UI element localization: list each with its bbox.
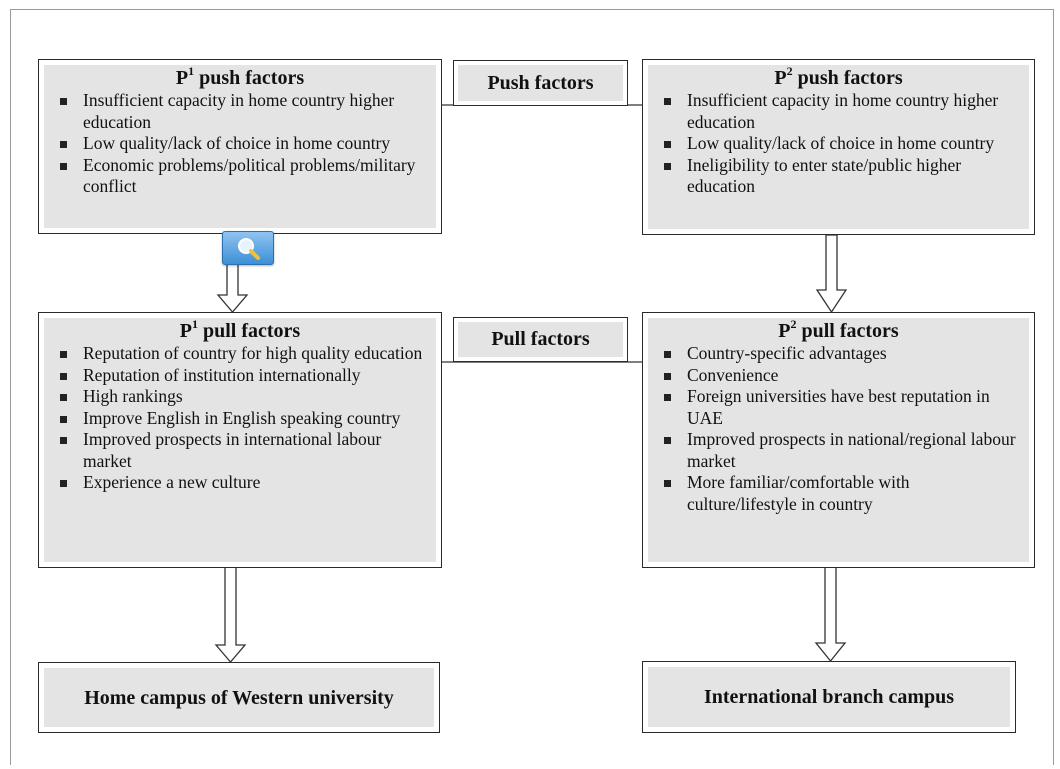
p2-push-title: P2 push factors <box>774 64 903 89</box>
list-item: Improved prospects in national/regional … <box>658 429 1019 472</box>
list-item: Insufficient capacity in home country hi… <box>658 90 1019 133</box>
p1-pull-title: P1 pull factors <box>179 317 301 342</box>
list-item: Experience a new culture <box>54 472 426 494</box>
magnifier-icon <box>238 238 260 260</box>
p2-push-box: P2 push factors Insufficient capacity in… <box>642 59 1035 235</box>
arrow-p2-push-to-pull <box>815 234 848 314</box>
p2-pull-title: P2 pull factors <box>778 317 899 342</box>
arrow-p1-pull-to-home <box>214 566 247 664</box>
p1-pull-box: P1 pull factors Reputation of country fo… <box>38 312 442 568</box>
list-item: Improved prospects in international labo… <box>54 429 426 472</box>
figure-frame <box>10 9 1054 765</box>
p1-push-box: P1 push factors Insufficient capacity in… <box>38 59 442 234</box>
list-item: More familiar/comfortable with culture/l… <box>658 472 1019 515</box>
p1-push-title: P1 push factors <box>175 64 305 89</box>
list-item: Ineligibility to enter state/public high… <box>658 155 1019 198</box>
list-item: Country-specific advantages <box>658 343 1019 365</box>
home-campus-box: Home campus of Western university <box>38 662 440 733</box>
list-item: Economic problems/political problems/mil… <box>54 155 426 198</box>
list-item: Insufficient capacity in home country hi… <box>54 90 426 133</box>
pull-factors-label: Pull factors <box>453 317 628 362</box>
list-item: Foreign universities have best reputatio… <box>658 386 1019 429</box>
home-campus-label: Home campus of Western university <box>44 668 434 727</box>
list-item: High rankings <box>54 386 426 408</box>
list-item: Low quality/lack of choice in home count… <box>54 133 426 155</box>
branch-campus-box: International branch campus <box>642 661 1016 733</box>
push-factors-label: Push factors <box>453 60 628 106</box>
list-item: Convenience <box>658 365 1019 387</box>
branch-campus-label: International branch campus <box>648 667 1010 727</box>
list-item: Reputation of country for high quality e… <box>54 343 426 365</box>
p2-pull-box: P2 pull factors Country-specific advanta… <box>642 312 1035 568</box>
list-item: Improve English in English speaking coun… <box>54 408 426 430</box>
list-item: Low quality/lack of choice in home count… <box>658 133 1019 155</box>
zoom-button[interactable] <box>222 231 274 265</box>
arrow-p2-pull-to-branch <box>814 566 847 663</box>
list-item: Reputation of institution internationall… <box>54 365 426 387</box>
